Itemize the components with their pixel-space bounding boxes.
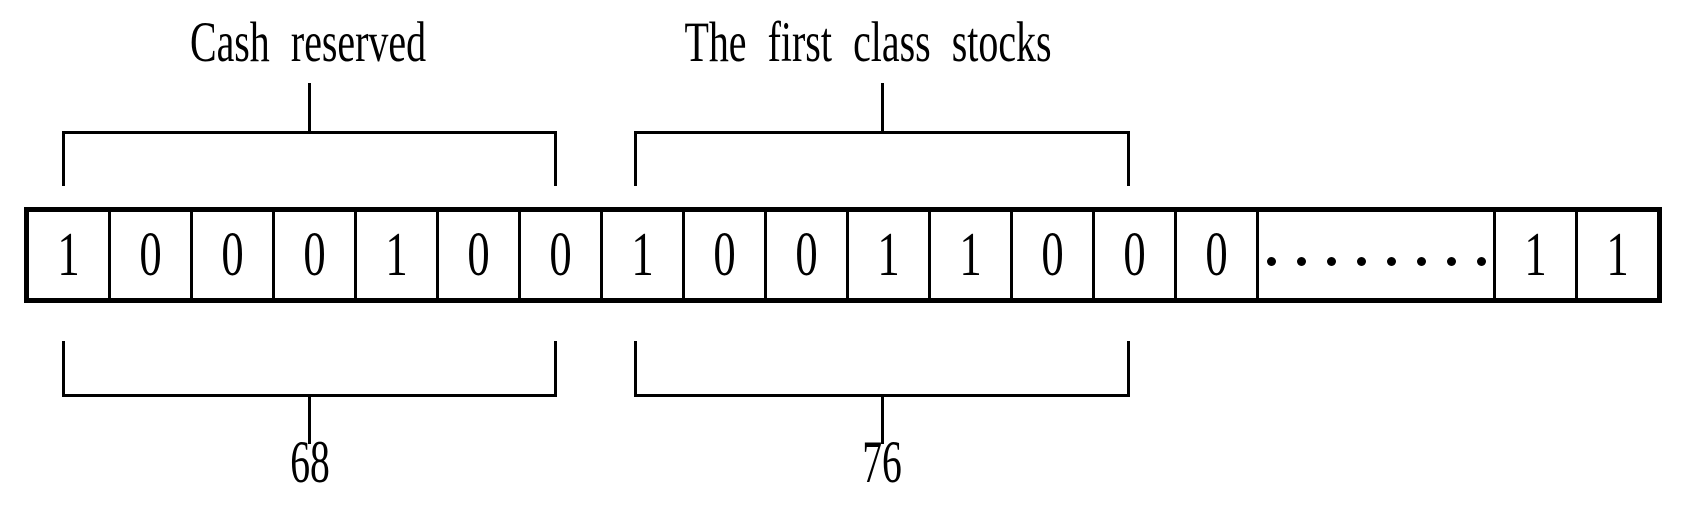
bit-value: 0 (795, 221, 818, 289)
bit-value: 1 (385, 221, 408, 289)
ellipsis-cell (1259, 212, 1496, 298)
cash-reserved-bottom-stem (308, 394, 311, 444)
cash-reserved-top-bracket (62, 83, 557, 186)
dot-icon (1476, 256, 1486, 266)
bit-value: 0 (1123, 221, 1146, 289)
bit-value: 0 (713, 221, 736, 289)
cash-reserved-bottom-bracket (62, 341, 557, 444)
cash-reserved-top-stem (308, 83, 311, 134)
bit-cell: 0 (1095, 212, 1177, 298)
bit-cell: 1 (931, 212, 1013, 298)
cash-reserved-value: 68 (290, 429, 330, 495)
bit-value: 1 (877, 221, 900, 289)
bit-cell: 0 (1177, 212, 1259, 298)
bit-cell: 0 (767, 212, 849, 298)
first-class-stocks-label: The first class stocks (684, 11, 1052, 74)
bit-cell: 0 (193, 212, 275, 298)
dot-icon (1266, 256, 1276, 266)
first-class-stocks-bottom-stem (880, 394, 884, 444)
dot-icon (1356, 256, 1366, 266)
bit-cell: 0 (1013, 212, 1095, 298)
bit-cell: 1 (29, 212, 111, 298)
bit-value: 0 (1041, 221, 1064, 289)
first-class-stocks-top-stem (880, 83, 884, 134)
dot-icon (1296, 256, 1306, 266)
bit-cell: 0 (521, 212, 603, 298)
bit-value: 1 (57, 221, 80, 289)
bit-cell: 0 (685, 212, 767, 298)
bit-value: 1 (1606, 221, 1629, 289)
ellipsis-dots (1266, 256, 1486, 266)
bit-value: 0 (303, 221, 326, 289)
bit-value: 0 (467, 221, 490, 289)
bit-value: 1 (959, 221, 982, 289)
first-class-stocks-top-bracket (634, 83, 1130, 186)
first-class-stocks-value: 76 (862, 429, 902, 495)
bit-value: 0 (1205, 221, 1228, 289)
bit-value: 0 (221, 221, 244, 289)
bit-cell: 1 (849, 212, 931, 298)
bit-cell: 1 (1496, 212, 1578, 298)
bit-cell: 0 (439, 212, 521, 298)
bit-cell: 1 (1578, 212, 1657, 298)
bit-cell: 1 (357, 212, 439, 298)
cash-reserved-label: Cash reserved (189, 11, 427, 74)
bit-value: 1 (631, 221, 654, 289)
bit-value: 1 (1524, 221, 1547, 289)
bit-value: 0 (139, 221, 162, 289)
bit-cell: 0 (111, 212, 193, 298)
bit-cell: 0 (275, 212, 357, 298)
dot-icon (1446, 256, 1456, 266)
bit-value: 0 (549, 221, 572, 289)
first-class-stocks-bottom-bracket (634, 341, 1130, 444)
dot-icon (1416, 256, 1426, 266)
dot-icon (1386, 256, 1396, 266)
dot-icon (1326, 256, 1336, 266)
bit-cell: 1 (603, 212, 685, 298)
